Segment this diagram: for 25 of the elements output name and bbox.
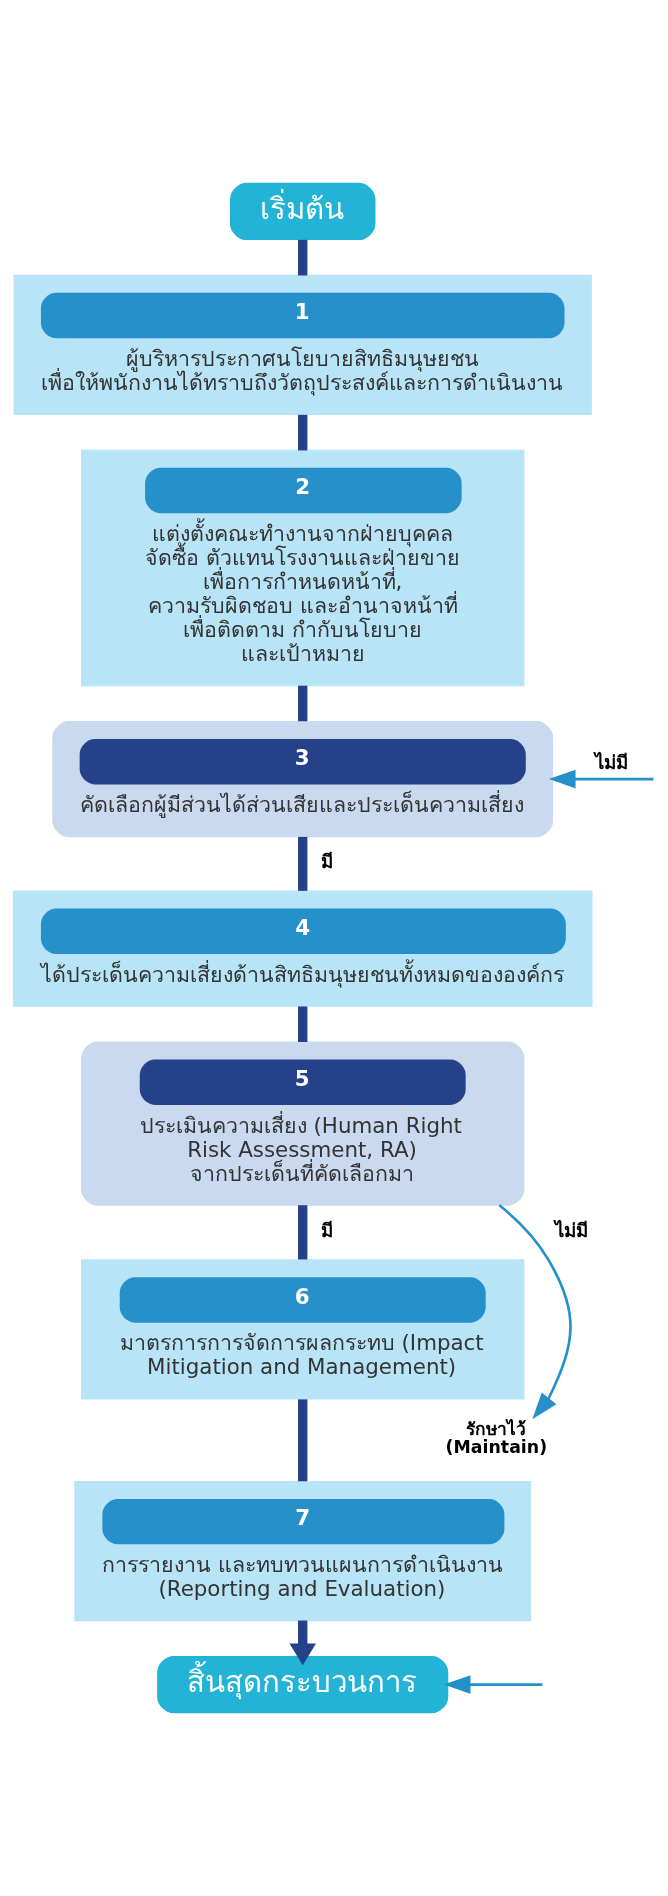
connector bbox=[298, 685, 308, 722]
node-box: 4 ได้ประเด็นความเสี่ยงด้านสิทธิมนุษยชนทั้งหมดขององค์กร bbox=[12, 890, 593, 1007]
node-box: 2 แต่งตั้งคณะทำงานจากฝ่ายบุคคล จัดซื้อ ตัวแทนโรงงานและฝ่ายขาย เพื่อการกำหนดหน้าที่, ความรับผิดชอบ และอำนาจหน้าที่ เพื่อติดตาม กำกับนโยบาย และเป้าหมาย bbox=[81, 449, 525, 687]
connector bbox=[298, 414, 308, 451]
arrow bbox=[289, 1620, 316, 1666]
node-text: รักษาไว้ (Maintain) bbox=[445, 1419, 548, 1457]
arrow bbox=[443, 1675, 543, 1694]
edge-label: ไม่มี bbox=[555, 1219, 589, 1241]
connector bbox=[298, 1205, 308, 1260]
connector bbox=[298, 239, 308, 276]
node-box: 5 ประเมินความเสี่ยง (Human Right Risk Assessment, RA) จากประเด็นที่คัดเลือกมา bbox=[81, 1041, 525, 1206]
edge-label: มี bbox=[321, 1219, 334, 1241]
node-box: 3 คัดเลือกผู้มีส่วนได้ส่วนเสียและประเด็นความเสี่ยง bbox=[52, 720, 554, 838]
node-box: 7 การรายงาน และทบทวนแผนการดำเนินงาน (Reporting and Evaluation) bbox=[74, 1480, 532, 1622]
connector bbox=[298, 1006, 308, 1042]
edge-label: มี bbox=[321, 851, 334, 873]
connector bbox=[298, 836, 308, 891]
node-box: 1 ผู้บริหารประกาศนโยบายสิทธิมนุษยชน เพื่อให้พนักงานได้ทราบถึงวัตถุประสงค์และการดำเนินงาน bbox=[13, 274, 592, 416]
arrow bbox=[498, 1204, 572, 1420]
edge-label: ไม่มี bbox=[594, 752, 628, 774]
node-box: เริ่มต้น bbox=[229, 182, 376, 241]
connector bbox=[298, 1399, 308, 1482]
node-box: 6 มาตรการการจัดการผลกระทบ (Impact Mitigation and Management) bbox=[81, 1259, 525, 1400]
node-box: สิ้นสุดกระบวนการ bbox=[157, 1655, 449, 1714]
arrow bbox=[548, 769, 654, 789]
